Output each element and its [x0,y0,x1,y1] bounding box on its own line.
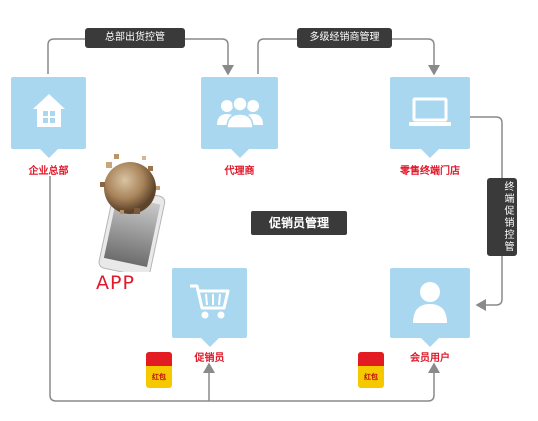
member-tile [390,268,470,347]
promoter-tile [172,268,247,347]
member-label: 会员用户 [410,353,450,364]
red-packet-promoter: 红包 [146,352,172,388]
red-packet-member-label: 红包 [364,373,378,381]
headquarters-tile [11,77,86,158]
agent-tile [201,77,278,158]
user-icon [413,282,447,323]
flow-tag-multi-dealer: 多级经销商管理 [297,28,392,48]
house-icon [33,94,65,127]
flow-tag-hq-shipping: 总部出货控管 [85,28,185,48]
retail-store-label: 零售终端门店 [400,166,460,177]
retail-store-tile [390,77,470,158]
flow-tag-terminal-promo: 终端促销控管 [487,178,517,256]
agent-label: 代理商 [224,166,255,177]
headquarters-label: 企业总部 [28,166,69,177]
app-label: APP [96,272,135,294]
center-title: 促销员管理 [251,211,347,235]
shopping-cart-icon [190,284,230,319]
red-packet-member: 红包 [358,352,384,388]
promoter-label: 促销员 [194,353,225,364]
red-packet-promoter-label: 红包 [152,373,166,381]
app-phone-illustration [98,154,166,272]
people-icon [217,96,263,129]
laptop-icon [409,97,451,126]
flow-line-bottom [49,176,440,402]
